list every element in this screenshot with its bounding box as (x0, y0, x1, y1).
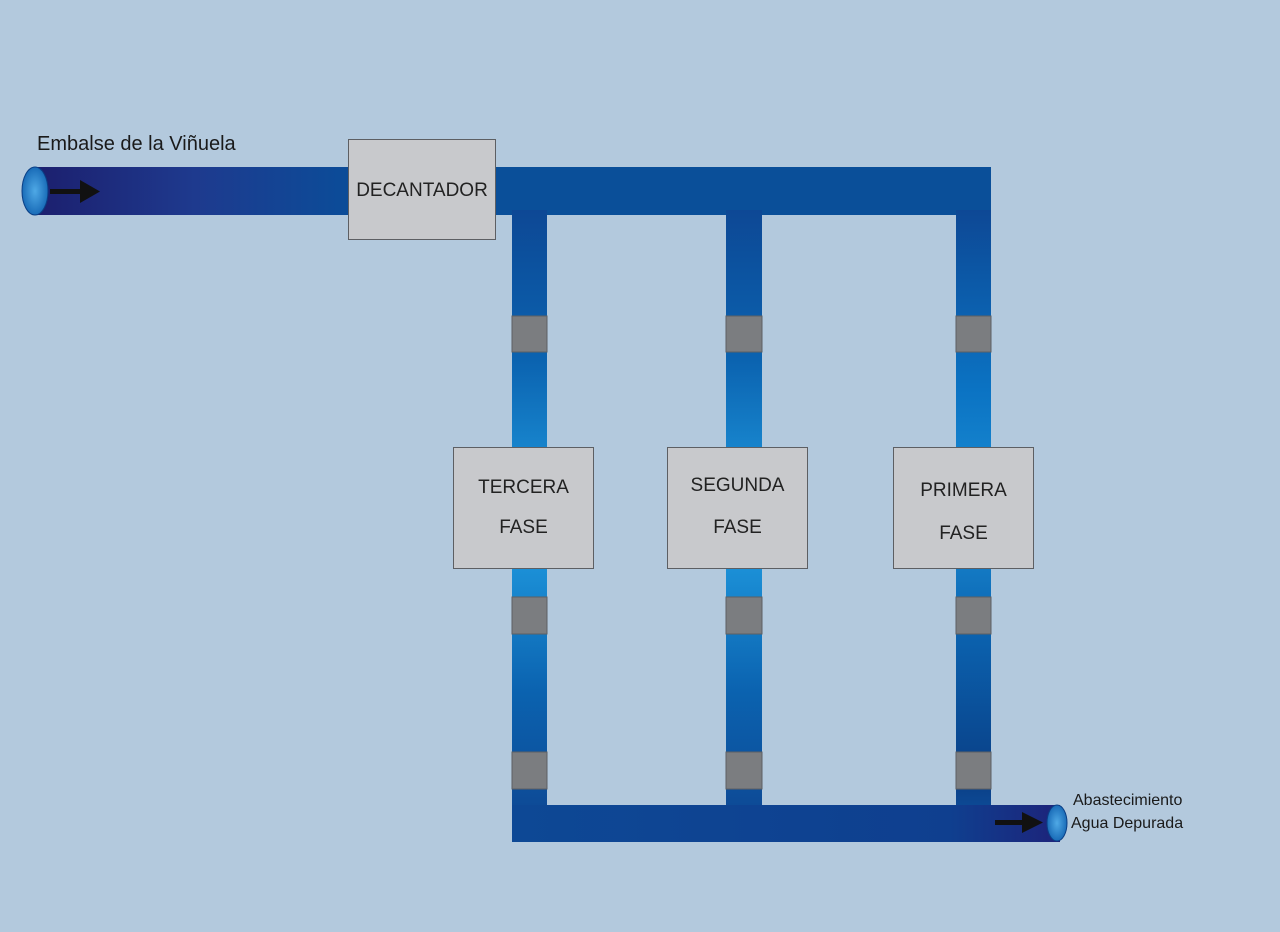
decanter-box: DECANTADOR (348, 139, 496, 240)
phase-suffix: FASE (713, 517, 762, 538)
valve-primera-mid (955, 596, 992, 635)
valve-primera-bottom (955, 751, 992, 790)
phase-box-primera: PRIMERA FASE (893, 447, 1034, 569)
phase-name: TERCERA (478, 477, 569, 498)
phase-name: SEGUNDA (690, 475, 785, 496)
inlet-pipe-end (21, 166, 49, 216)
phase-box-segunda: SEGUNDA FASE (667, 447, 808, 569)
phase-suffix: FASE (499, 517, 548, 538)
valve-segunda-top (725, 315, 763, 353)
bottom-collector-pipe (512, 805, 1060, 842)
inlet-arrow-icon (50, 180, 100, 203)
outlet-arrow-icon (995, 812, 1043, 833)
valve-segunda-bottom (725, 751, 763, 790)
valve-tercera-top (511, 315, 548, 353)
valve-tercera-bottom (511, 751, 548, 790)
phase-box-tercera: TERCERA FASE (453, 447, 594, 569)
top-header-pipe (494, 167, 991, 215)
valve-segunda-mid (725, 596, 763, 635)
source-label: Embalse de la Viñuela (37, 133, 236, 155)
decanter-label: DECANTADOR (356, 180, 488, 201)
valve-primera-top (955, 315, 992, 353)
outlet-pipe-end (1046, 804, 1068, 842)
phase-name: PRIMERA (920, 480, 1007, 501)
valve-tercera-mid (511, 596, 548, 635)
phase-suffix: FASE (939, 523, 988, 544)
outlet-label-line2: Agua Depurada (1071, 815, 1184, 832)
outlet-label-line1: Abastecimiento (1073, 792, 1183, 809)
